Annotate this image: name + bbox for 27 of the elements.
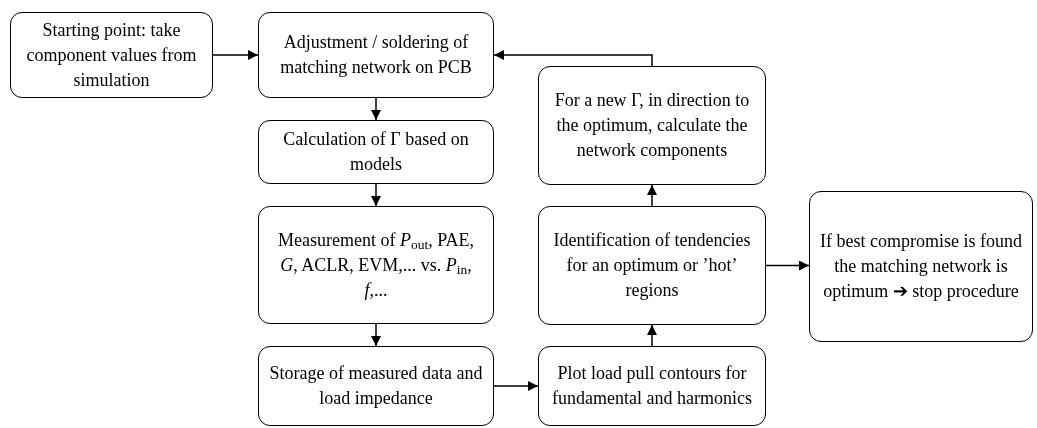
arrow (493, 381, 539, 391)
step-text: Adjustment / soldering of matching network on PCB (279, 31, 473, 79)
process-box (258, 346, 494, 426)
process-box (538, 66, 766, 185)
process-box (10, 12, 213, 98)
process-box (809, 191, 1033, 342)
process-box (538, 346, 766, 426)
process-box (258, 206, 494, 324)
step-text: If best compromise is found the matching network is optimum ➔ stop procedure (819, 230, 1023, 303)
arrow (371, 323, 381, 347)
arrow (371, 183, 381, 207)
arrow (647, 184, 657, 207)
arrow (212, 50, 259, 60)
step-text: For a new Γ, in direction to the optimum, calculate the network components (553, 89, 751, 162)
step-text: Storage of measured data and load impedance (268, 362, 484, 410)
arrow (493, 50, 653, 67)
arrow (647, 324, 657, 347)
step-text: Calculation of Γ based on models (282, 128, 470, 176)
step-text: Measurement of P$_{out}$, PAE, G, ACLR, EVM,... vs. P$_{in}$, f,... (276, 228, 476, 302)
arrow (371, 97, 381, 121)
step-text: Identification of tendencies for an optimum or ’hot’ regions (552, 229, 752, 302)
arrow (765, 260, 810, 271)
process-box (538, 206, 766, 325)
process-box (258, 120, 494, 184)
step-text: Plot load pull contours for fundamental and harmonics (551, 362, 753, 410)
step-text: Starting point: take component values from simulation (25, 18, 198, 92)
process-box (258, 12, 494, 98)
